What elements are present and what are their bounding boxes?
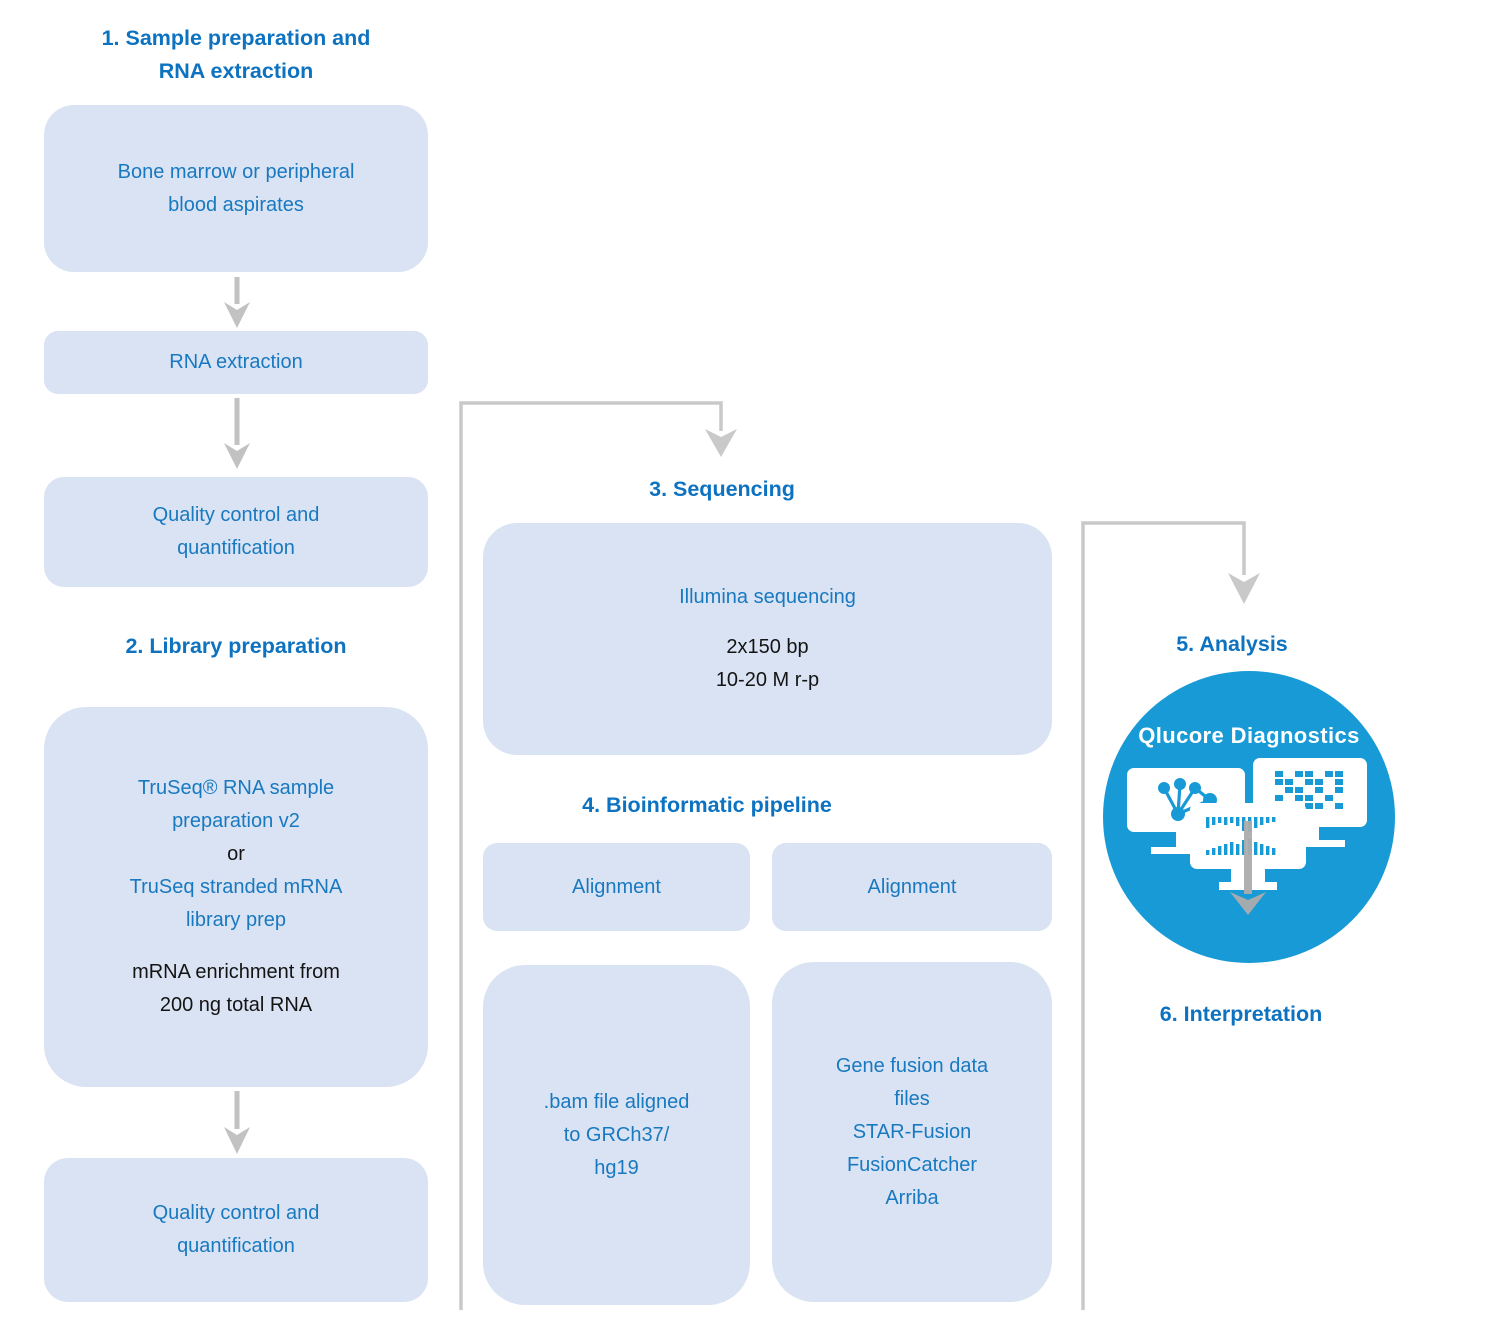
monitor-sequence-base	[1219, 882, 1277, 890]
qc2-box-line: Quality control and	[152, 1202, 320, 1224]
library-box-line: 200 ng total RNA	[159, 994, 313, 1016]
step6-title: 6. Interpretation	[1159, 1002, 1323, 1026]
sequencing-box-line: 10-20 M r-p	[715, 669, 820, 691]
step3-title: 3. Sequencing	[649, 477, 795, 501]
qc1-box: Quality control and quantification	[44, 477, 428, 587]
monitor-sequence-stand	[1231, 868, 1265, 883]
alignment-left-box: Alignment	[483, 843, 750, 931]
sequence-bars-icon	[1206, 817, 1276, 855]
step2-title: 2. Library preparation	[125, 634, 347, 658]
monitor-heatmap-base	[1281, 840, 1345, 847]
sample-box-line: Bone marrow or peripheral	[117, 160, 355, 183]
qc1-box-line: quantification	[177, 537, 295, 559]
alignment-right-box: Alignment	[772, 843, 1052, 931]
rna-extraction-label: RNA extraction	[169, 351, 303, 373]
monitor-sequence	[1190, 803, 1306, 869]
step5-title: 5. Analysis	[1176, 632, 1288, 656]
arrow-rna-to-qc-head-icon	[224, 443, 250, 469]
qlucore-diagnostics-logo: Qlucore Diagnostics	[1103, 671, 1395, 963]
qc2-box-line: quantification	[177, 1235, 295, 1257]
library-box-line: TruSeq® RNA sample	[137, 777, 335, 799]
qlucore-logo-label: Qlucore Diagnostics	[1138, 723, 1360, 748]
step1-title-line1: 1. Sample preparation and	[101, 26, 371, 50]
bam-box-line: .bam file aligned	[543, 1090, 690, 1113]
connector-right-elbow	[1081, 521, 1246, 1310]
bam-box: .bam file aligned to GRCh37/ hg19	[483, 965, 750, 1305]
library-box-line: mRNA enrichment from	[132, 961, 340, 983]
bam-box-line: hg19	[594, 1156, 639, 1179]
fusion-box-line: STAR-Fusion	[852, 1120, 972, 1143]
fusion-box-line: Gene fusion data	[835, 1054, 989, 1077]
sequencing-box: Illumina sequencing 2x150 bp 10-20 M r-p	[483, 523, 1052, 755]
step1-title: 1. Sample preparation and RNA extraction	[44, 22, 428, 88]
rna-extraction-box: RNA extraction	[44, 331, 428, 394]
library-box-line: preparation v2	[172, 810, 300, 832]
library-box: TruSeq® RNA sample preparation v2 or Tru…	[44, 707, 428, 1087]
library-box-line: or	[227, 843, 245, 865]
step1-title-line2: RNA extraction	[158, 59, 314, 83]
fusion-box-line: files	[894, 1087, 930, 1110]
connector-left-elbow	[459, 401, 723, 1310]
connector-left-arrowhead-icon	[705, 429, 737, 457]
monitor-network-base	[1151, 847, 1223, 854]
step4-title: 4. Bioinformatic pipeline	[582, 793, 832, 817]
qc2-box: Quality control and quantification	[44, 1158, 428, 1302]
alignment-left-label: Alignment	[572, 875, 661, 898]
arrow-library-to-qc-head-icon	[224, 1127, 250, 1154]
qc1-box-line: Quality control and	[152, 504, 320, 526]
bam-box-line: to GRCh37/	[563, 1123, 670, 1146]
connector-right-arrowhead-icon	[1228, 573, 1260, 604]
library-box-line: library prep	[185, 909, 287, 931]
fusion-box-line: FusionCatcher	[846, 1153, 978, 1176]
arrow-sample-to-rna-head-icon	[224, 302, 250, 328]
sample-box: Bone marrow or peripheral blood aspirate…	[44, 105, 428, 272]
library-box-line: TruSeq stranded mRNA	[129, 876, 343, 898]
sequencing-box-line: Illumina sequencing	[679, 586, 856, 608]
fusion-box: Gene fusion data files STAR-Fusion Fusio…	[772, 962, 1052, 1302]
sample-box-line: blood aspirates	[168, 193, 304, 216]
alignment-right-label: Alignment	[867, 875, 957, 898]
sequencing-box-line: 2x150 bp	[726, 636, 809, 658]
fusion-box-line: Arriba	[885, 1186, 939, 1209]
